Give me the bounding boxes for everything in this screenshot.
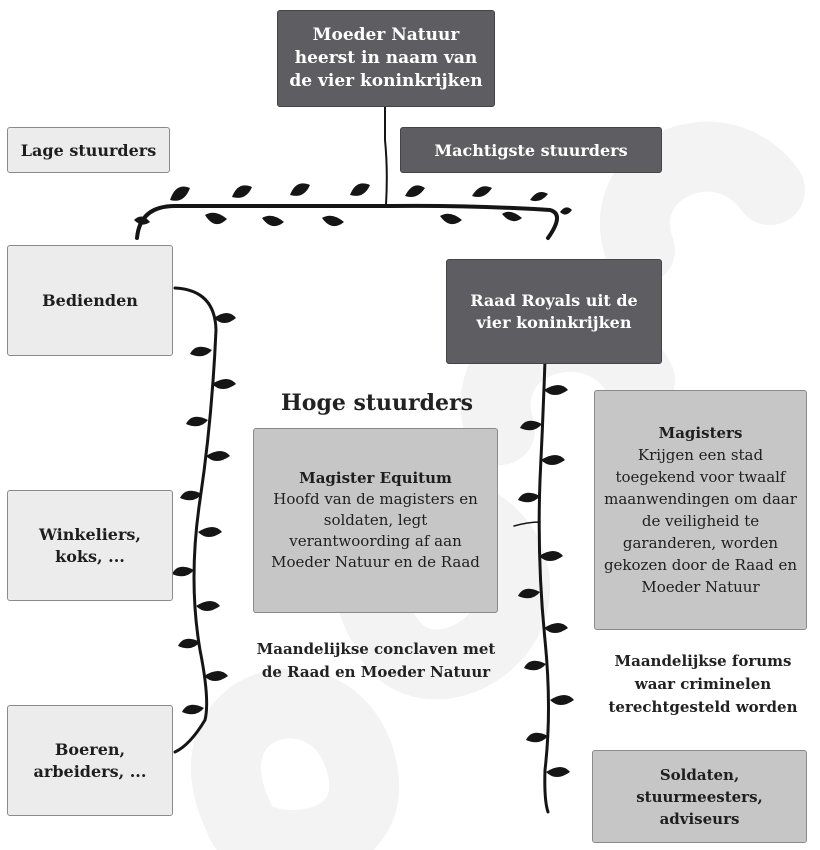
leaf (178, 638, 200, 649)
legend-high-steerers: Machtigste stuurders (400, 127, 662, 173)
leaf (180, 490, 202, 501)
bedienden-label: Bedienden (42, 291, 138, 310)
leaf (262, 215, 284, 227)
box-soldaten: Soldaten, stuurmeesters, adviseurs (592, 750, 807, 843)
leaf (440, 213, 462, 225)
box-raad-royals: Raad Royals uit de vier koninkrijken (446, 259, 662, 364)
leaf (170, 186, 190, 201)
equitum-description: Hoofd van de magisters en soldaten, legt… (271, 490, 480, 571)
legend-high-label: Machtigste stuurders (434, 140, 628, 160)
leaf (544, 385, 568, 395)
leaf (204, 671, 228, 681)
leaf (350, 183, 370, 196)
leaf (205, 212, 227, 225)
top-box-moeder-natuur: Moeder Natuur heerst in naam van de vier… (277, 10, 495, 107)
leaf (134, 216, 150, 225)
leaf (290, 183, 310, 196)
leaf (186, 416, 208, 427)
leaf (560, 207, 572, 215)
leaf (232, 185, 252, 198)
leaf (190, 346, 212, 357)
leaf (198, 527, 222, 537)
leaf (524, 660, 546, 671)
box-bedienden: Bedienden (7, 245, 173, 356)
legend-low-steerers: Lage stuurders (7, 127, 170, 173)
box-boeren: Boeren, arbeiders, ... (7, 705, 173, 816)
leaf (322, 215, 344, 227)
leaf (502, 211, 522, 222)
leaf (182, 704, 204, 715)
winkeliers-label: Winkeliers, koks, ... (38, 524, 141, 566)
leaf (518, 588, 540, 599)
conclaven-text: Maandelijkse conclaven met de Raad en Mo… (256, 640, 496, 681)
magisters-description: Krijgen een stad toegekend voor twaalf m… (603, 446, 798, 596)
left-vine (173, 286, 218, 754)
leaf (472, 186, 492, 197)
leaf (212, 379, 236, 389)
leaf (206, 451, 230, 461)
right-vine (537, 358, 550, 814)
raad-royals-label: Raad Royals uit de vier koninkrijken (470, 290, 638, 332)
leaf (541, 455, 565, 465)
boeren-label: Boeren, arbeiders, ... (33, 739, 147, 781)
right-vine-connector (513, 521, 541, 527)
leaf (539, 551, 563, 561)
equitum-title: Magister Equitum (299, 469, 452, 487)
leaf (405, 185, 425, 197)
leaf (526, 732, 548, 743)
box-magister-equitum: Magister Equitum Hoofd van de magisters … (253, 428, 498, 613)
legend-low-label: Lage stuurders (20, 140, 157, 160)
leaf (530, 192, 548, 202)
leaf (214, 313, 236, 323)
leaf (196, 601, 220, 611)
box-magisters: Magisters Krijgen een stad toegekend voo… (594, 390, 807, 630)
leaf (546, 767, 570, 777)
leaf (518, 492, 540, 503)
leaf (172, 566, 194, 577)
hoge-stuurders-heading: Hoge stuurders (281, 390, 473, 416)
soldaten-label: Soldaten, stuurmeesters, adviseurs (636, 765, 763, 828)
magisters-title: Magisters (658, 424, 743, 442)
top-box-text: Moeder Natuur heerst in naam van de vier… (289, 25, 483, 91)
box-winkeliers: Winkeliers, koks, ... (7, 490, 173, 601)
top-connector-line (384, 104, 388, 206)
leaf (550, 695, 574, 705)
leaf (520, 420, 542, 431)
horizontal-vine (135, 203, 559, 240)
forums-text: Maandelijkse forums waar criminelen tere… (608, 652, 798, 716)
leaf (544, 623, 568, 633)
